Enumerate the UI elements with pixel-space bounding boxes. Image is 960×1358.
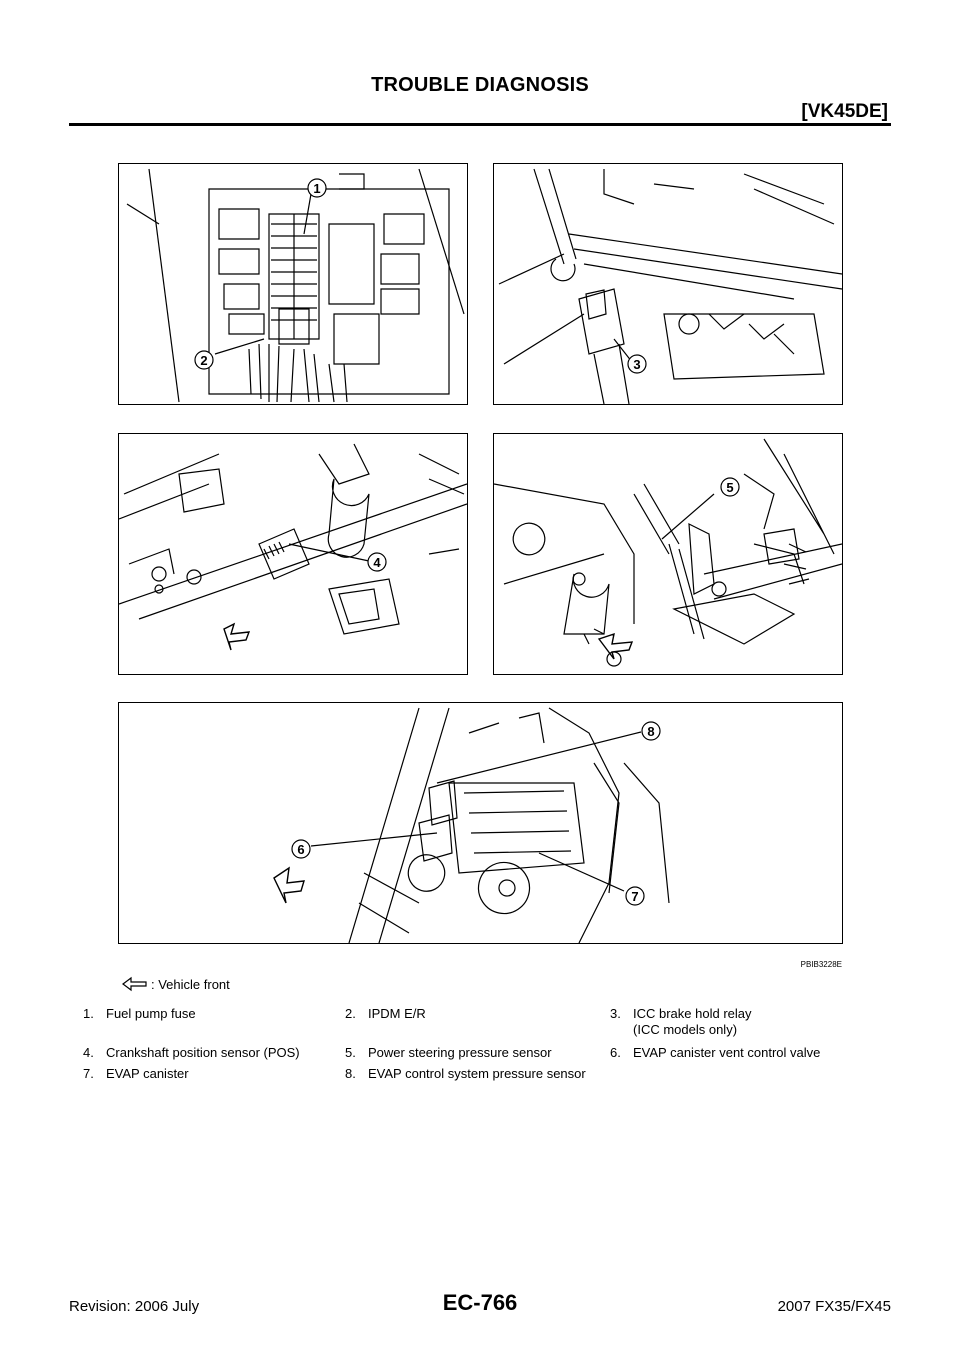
figure-evap-canister: 8 6 7: [118, 702, 843, 944]
ipdm-illustration: 1 2: [126, 168, 465, 403]
callout-8: 8: [647, 724, 654, 739]
list-item: 1.Fuel pump fuse: [83, 1006, 196, 1021]
callout-2: 2: [200, 353, 207, 368]
list-item: 7.EVAP canister: [83, 1066, 189, 1081]
header-divider: [69, 123, 891, 126]
callout-1: 1: [313, 181, 320, 196]
ps-sensor-illustration: 5: [494, 438, 842, 667]
callout-7: 7: [631, 889, 638, 904]
figure-crankshaft-position-sensor: 4: [118, 433, 468, 675]
engine-code: [VK45DE]: [801, 101, 888, 122]
list-item: 3.ICC brake hold relay(ICC models only): [610, 1006, 752, 1037]
legend-text: : Vehicle front: [151, 977, 230, 992]
page-number: EC-766: [442, 1290, 518, 1315]
crankshaft-sensor-illustration: 4: [119, 443, 467, 651]
footer-revision: Revision: 2006 July: [69, 1298, 200, 1315]
arrow-icon: [122, 976, 147, 992]
list-item: 6.EVAP canister vent control valve: [610, 1045, 821, 1060]
evap-canister-illustration: 8 6 7: [273, 707, 670, 943]
list-item: 4.Crankshaft position sensor (POS): [83, 1045, 300, 1060]
relay-illustration: 3: [498, 168, 842, 404]
figure-power-steering-pressure-sensor: 5: [493, 433, 843, 675]
figure-icc-brake-hold-relay: 3: [493, 163, 843, 405]
list-item: 8.EVAP control system pressure sensor: [345, 1066, 586, 1081]
figure-code: PBIB3228E: [800, 960, 842, 969]
callout-3: 3: [633, 357, 640, 372]
page-title: TROUBLE DIAGNOSIS: [371, 74, 589, 96]
callout-5: 5: [726, 480, 733, 495]
list-item: 2.IPDM E/R: [345, 1006, 426, 1021]
footer-model: 2007 FX35/FX45: [777, 1298, 891, 1315]
list-item: 5.Power steering pressure sensor: [345, 1045, 552, 1060]
callout-4: 4: [373, 555, 381, 570]
figure-ipdm-fuse-box: 1 2: [118, 163, 468, 405]
callout-6: 6: [297, 842, 304, 857]
